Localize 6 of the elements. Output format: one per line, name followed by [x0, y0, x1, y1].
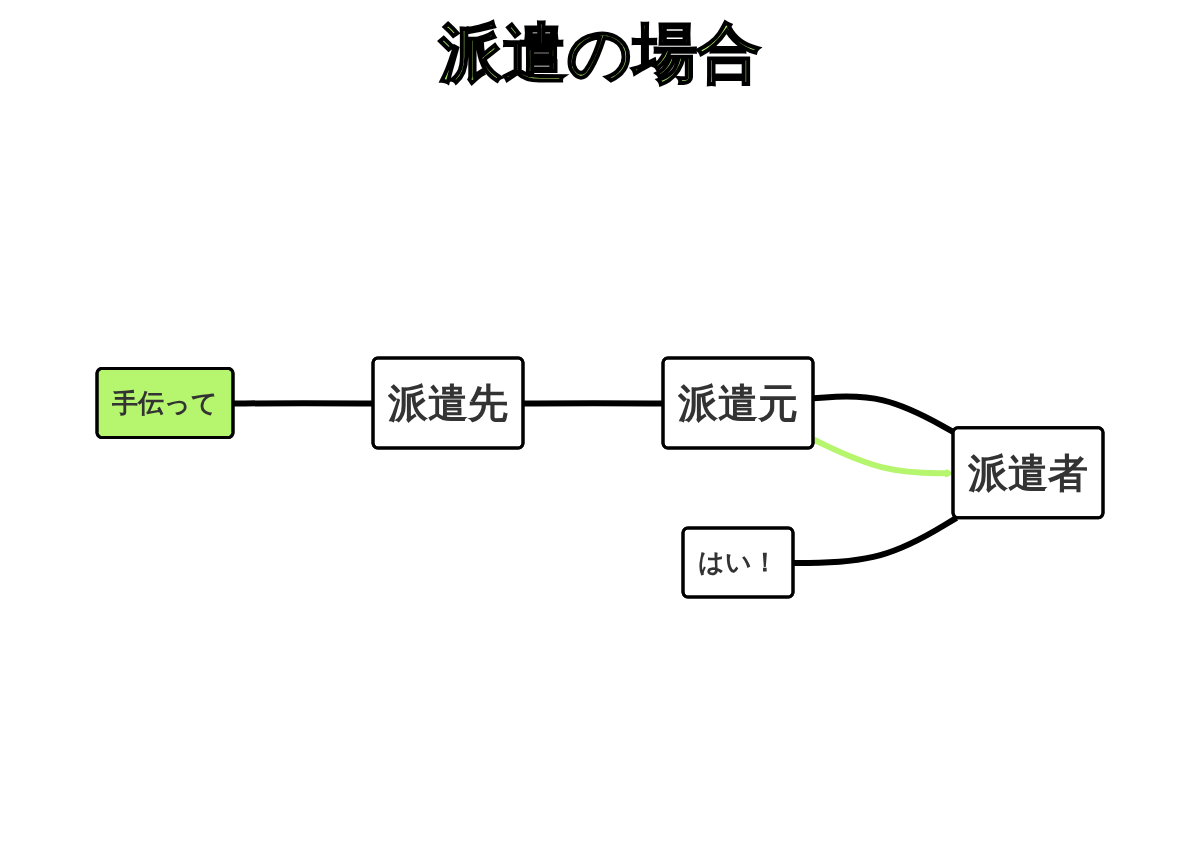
title: 派遣の場合	[438, 15, 762, 92]
connector	[793, 514, 959, 566]
connector	[233, 399, 374, 406]
arrow	[812, 436, 954, 478]
connector	[813, 392, 956, 435]
connector	[523, 399, 664, 406]
